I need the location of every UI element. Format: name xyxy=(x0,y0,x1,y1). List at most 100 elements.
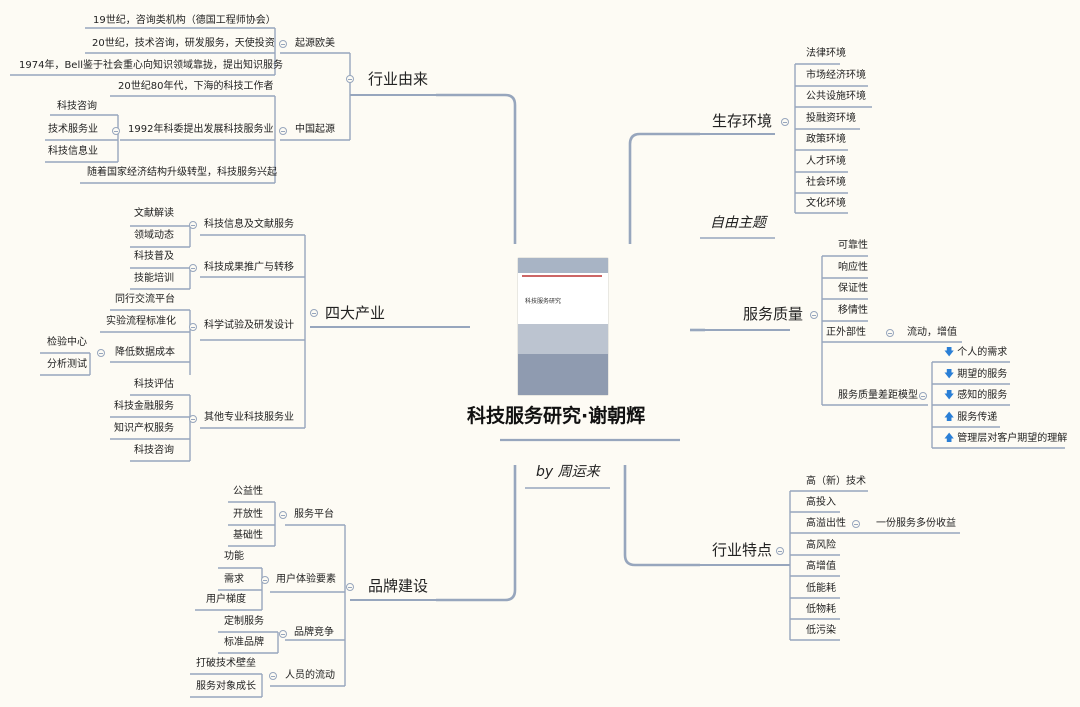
node-quality-2[interactable]: 响应性 xyxy=(838,262,868,273)
node-china-2-3[interactable]: 科技信息业 xyxy=(48,146,98,157)
node-platform-3[interactable]: 基础性 xyxy=(233,530,263,541)
node-platform[interactable]: 服务平台 xyxy=(294,509,334,520)
node-env-8[interactable]: 文化环境 xyxy=(806,198,846,209)
node-gap-model[interactable]: 服务质量差距模型 xyxy=(838,390,918,401)
node-info-2[interactable]: 领域动态 xyxy=(134,230,174,241)
collapse-icon[interactable] xyxy=(279,630,287,638)
collapse-icon[interactable] xyxy=(776,547,784,555)
node-compete-2[interactable]: 标准品牌 xyxy=(224,637,264,648)
node-compete-1[interactable]: 定制服务 xyxy=(224,616,264,627)
node-ux-2[interactable]: 需求 xyxy=(224,574,244,585)
collapse-icon[interactable] xyxy=(346,583,354,591)
node-china-2-1[interactable]: 科技咨询 xyxy=(57,101,97,112)
node-gap-2[interactable]: 🡇期望的服务 xyxy=(944,369,1008,380)
node-quality-4[interactable]: 移情性 xyxy=(838,305,868,316)
collapse-icon[interactable] xyxy=(852,520,860,528)
collapse-icon[interactable] xyxy=(810,311,818,319)
node-quality-1[interactable]: 可靠性 xyxy=(838,240,868,251)
node-platform-2[interactable]: 开放性 xyxy=(233,509,263,520)
node-env-7[interactable]: 社会环境 xyxy=(806,177,846,188)
collapse-icon[interactable] xyxy=(279,40,287,48)
node-promo-2[interactable]: 技能培训 xyxy=(134,273,174,284)
collapse-icon[interactable] xyxy=(919,392,927,400)
node-origin-europe[interactable]: 起源欧美 xyxy=(295,38,335,49)
node-flow-1[interactable]: 打破技术壁垒 xyxy=(196,658,256,669)
node-other-1[interactable]: 科技评估 xyxy=(134,379,174,390)
node-other-3[interactable]: 知识产权服务 xyxy=(114,423,174,434)
node-promo[interactable]: 科技成果推广与转移 xyxy=(204,262,294,273)
branch-features[interactable]: 行业特点 xyxy=(712,541,773,559)
node-sci-3-1[interactable]: 检验中心 xyxy=(47,337,87,348)
free-topic[interactable]: 自由主题 xyxy=(710,215,766,231)
node-info-1[interactable]: 文献解读 xyxy=(134,208,174,219)
node-env-4[interactable]: 投融资环境 xyxy=(806,113,856,124)
node-quality-3[interactable]: 保证性 xyxy=(838,283,868,294)
collapse-icon[interactable] xyxy=(346,75,354,83)
node-external-1[interactable]: 流动，增值 xyxy=(907,327,957,338)
node-gap-1[interactable]: 🡇个人的需求 xyxy=(944,347,1008,358)
collapse-icon[interactable] xyxy=(189,415,197,423)
node-flow-2[interactable]: 服务对象成长 xyxy=(196,681,256,692)
node-compete[interactable]: 品牌竞争 xyxy=(294,627,334,638)
node-ux-1[interactable]: 功能 xyxy=(224,551,244,562)
node-ux-3[interactable]: 用户梯度 xyxy=(206,594,246,605)
branch-four-industries[interactable]: 四大产业 xyxy=(325,304,386,322)
node-feature-3[interactable]: 高溢出性 xyxy=(806,518,846,529)
node-env-1[interactable]: 法律环境 xyxy=(806,48,846,59)
collapse-icon[interactable] xyxy=(189,221,197,229)
node-platform-1[interactable]: 公益性 xyxy=(233,486,263,497)
node-europe-3[interactable]: 1974年，Bell鉴于社会重心向知识领域靠拢，提出知识服务 xyxy=(19,60,284,71)
node-china-1[interactable]: 20世纪80年代，下海的科技工作者 xyxy=(118,81,274,92)
node-env-5[interactable]: 政策环境 xyxy=(806,134,846,145)
node-gap-5[interactable]: 🡅管理层对客户期望的理解 xyxy=(944,433,1068,444)
collapse-icon[interactable] xyxy=(279,511,287,519)
node-feature-4[interactable]: 高风险 xyxy=(806,540,836,551)
node-sci-1[interactable]: 同行交流平台 xyxy=(115,294,175,305)
node-gap-3[interactable]: 🡇感知的服务 xyxy=(944,390,1008,401)
collapse-icon[interactable] xyxy=(189,264,197,272)
node-sci-2[interactable]: 实验流程标准化 xyxy=(106,316,176,327)
root-topic[interactable]: 科技服务研究·谢朝辉 xyxy=(467,405,646,427)
collapse-icon[interactable] xyxy=(310,309,318,317)
node-china-3[interactable]: 随着国家经济结构升级转型，科技服务兴起 xyxy=(87,167,277,178)
node-flow[interactable]: 人员的流动 xyxy=(285,670,335,681)
node-china-2[interactable]: 1992年科委提出发展科技服务业 xyxy=(128,124,274,135)
node-other-4[interactable]: 科技咨询 xyxy=(134,445,174,456)
node-china-2-2[interactable]: 技术服务业 xyxy=(48,124,98,135)
node-feature-5[interactable]: 高增值 xyxy=(806,561,836,572)
author-note[interactable]: by 周运来 xyxy=(536,464,600,480)
collapse-icon[interactable] xyxy=(279,127,287,135)
collapse-icon[interactable] xyxy=(97,349,105,357)
node-env-6[interactable]: 人才环境 xyxy=(806,156,846,167)
collapse-icon[interactable] xyxy=(781,118,789,126)
node-feature-8[interactable]: 低污染 xyxy=(806,625,836,636)
node-other[interactable]: 其他专业科技服务业 xyxy=(204,412,294,423)
node-europe-1[interactable]: 19世纪，咨询类机构（德国工程师协会） xyxy=(93,15,276,26)
node-promo-1[interactable]: 科技普及 xyxy=(134,251,174,262)
node-env-3[interactable]: 公共设施环境 xyxy=(806,91,866,102)
node-feature-7[interactable]: 低物耗 xyxy=(806,604,836,615)
collapse-icon[interactable] xyxy=(886,329,894,337)
node-europe-2[interactable]: 20世纪，技术咨询，研发服务，天使投资 xyxy=(92,38,275,49)
branch-quality[interactable]: 服务质量 xyxy=(743,305,804,323)
branch-environment[interactable]: 生存环境 xyxy=(712,112,773,130)
node-feature-1[interactable]: 高（新）技术 xyxy=(806,476,866,487)
node-sci[interactable]: 科学试验及研发设计 xyxy=(204,320,294,331)
collapse-icon[interactable] xyxy=(112,127,120,135)
node-env-2[interactable]: 市场经济环境 xyxy=(806,70,866,81)
node-feature-2[interactable]: 高投入 xyxy=(806,497,836,508)
node-origin-china[interactable]: 中国起源 xyxy=(295,124,335,135)
node-gap-4[interactable]: 🡅服务传递 xyxy=(944,412,998,423)
branch-brand[interactable]: 品牌建设 xyxy=(368,577,429,595)
node-other-2[interactable]: 科技金融服务 xyxy=(114,401,174,412)
node-info-service[interactable]: 科技信息及文献服务 xyxy=(204,219,294,230)
node-external[interactable]: 正外部性 xyxy=(826,327,866,338)
node-ux[interactable]: 用户体验要素 xyxy=(276,574,336,585)
collapse-icon[interactable] xyxy=(261,576,269,584)
node-sci-3[interactable]: 降低数据成本 xyxy=(115,347,175,358)
node-feature-6[interactable]: 低能耗 xyxy=(806,583,836,594)
collapse-icon[interactable] xyxy=(189,323,197,331)
branch-origin[interactable]: 行业由来 xyxy=(368,70,429,88)
collapse-icon[interactable] xyxy=(269,672,277,680)
node-sci-3-2[interactable]: 分析测试 xyxy=(47,359,87,370)
